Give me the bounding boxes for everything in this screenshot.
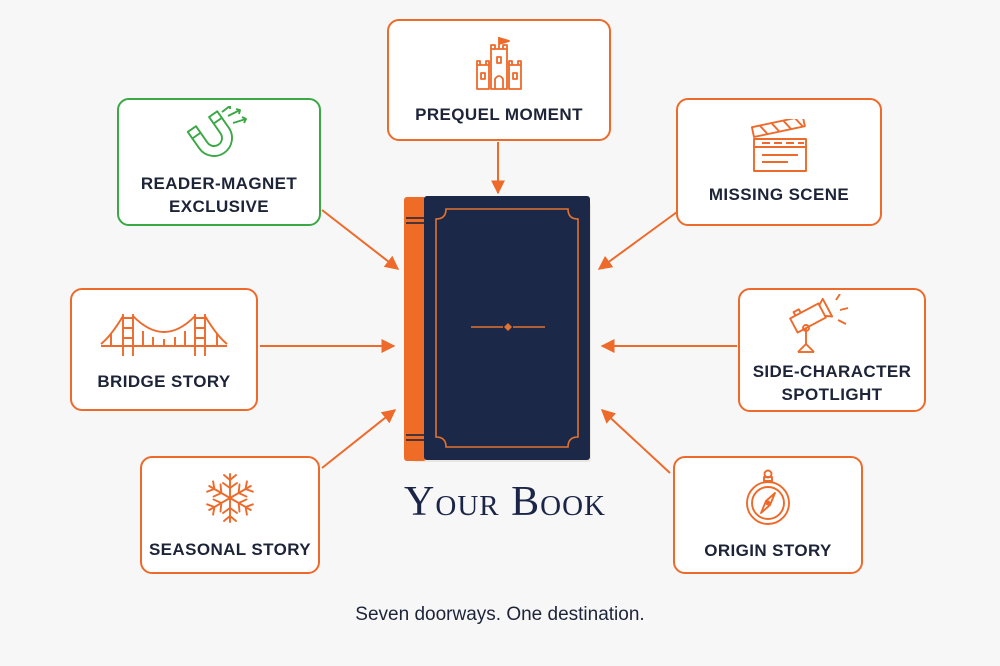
spotlight-icon: [789, 294, 849, 353]
card-label: MISSING SCENE: [708, 184, 850, 204]
arrow-reader-magnet: [321, 209, 400, 270]
card-side-character-spotlight: SIDE-CHARACTER SPOTLIGHT: [738, 288, 926, 412]
arrow-seasonal: [321, 409, 397, 469]
card-bridge-story: BRIDGE STORY: [70, 288, 258, 411]
card-label: READER-MAGNET EXCLUSIVE: [140, 174, 298, 216]
card-label: BRIDGE STORY: [97, 372, 231, 391]
book-cover-frame: [435, 208, 579, 448]
card-reader-magnet-exclusive: READER-MAGNET EXCLUSIVE: [117, 98, 321, 226]
snowflake-icon: [206, 472, 254, 523]
book-title: Your Book: [404, 479, 606, 525]
card-label: PREQUEL MOMENT: [415, 104, 583, 124]
card-label: SIDE-CHARACTER SPOTLIGHT: [752, 362, 912, 404]
card-missing-scene: MISSING SCENE: [676, 98, 882, 226]
card-seasonal-story: SEASONAL STORY: [140, 456, 320, 574]
arrow-missing-scene: [597, 211, 678, 270]
card-label: SEASONAL STORY: [148, 539, 312, 559]
bridge-icon: [100, 314, 228, 356]
magnet-icon: [186, 106, 247, 157]
card-origin-story: ORIGIN STORY: [673, 456, 863, 574]
arrow-origin: [600, 409, 671, 474]
card-label: ORIGIN STORY: [704, 540, 832, 560]
clapperboard-icon: [750, 118, 807, 172]
book-spine: [404, 197, 426, 461]
tagline: Seven doorways. One destination.: [355, 604, 645, 625]
castle-icon: [476, 36, 522, 90]
book-ornament: [504, 323, 512, 331]
card-prequel-moment: PREQUEL MOMENT: [387, 19, 611, 141]
compass-icon: [746, 469, 790, 525]
